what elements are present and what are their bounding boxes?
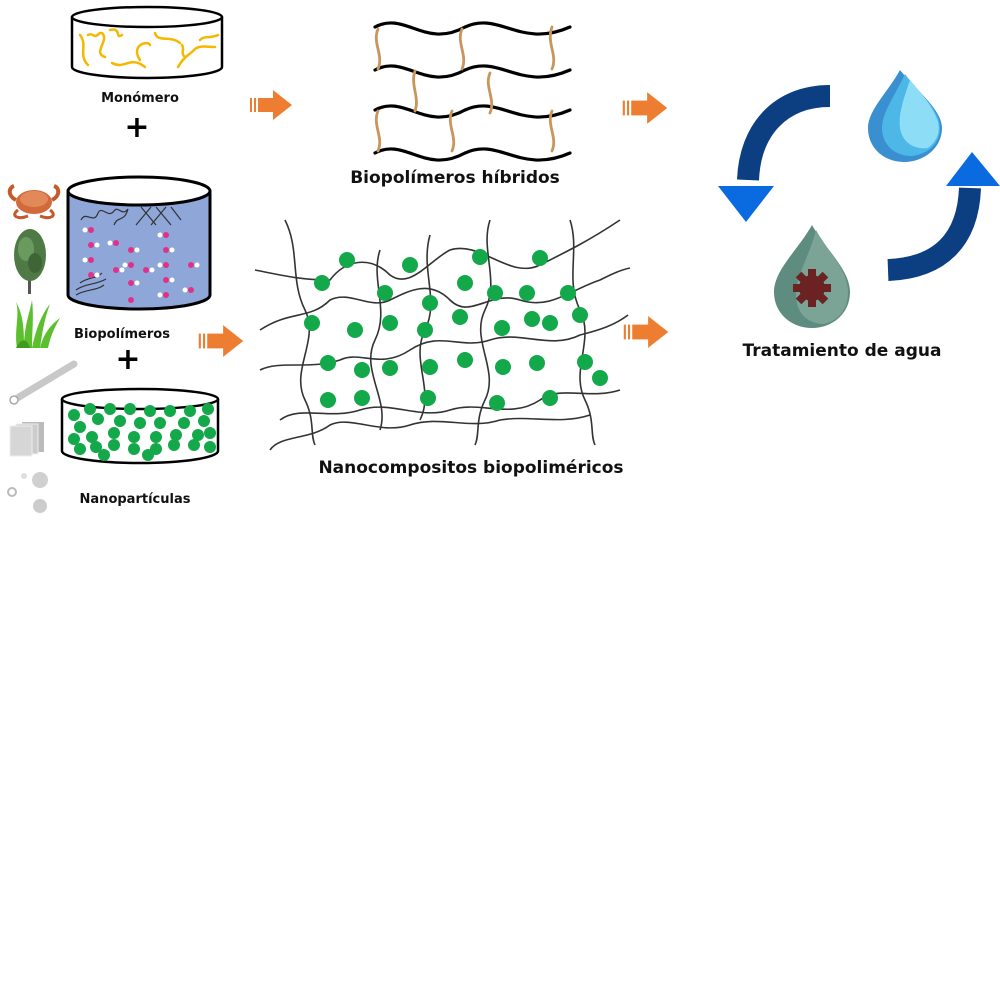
nanoparticle-dot <box>142 449 154 461</box>
nanoparticle-dot <box>472 249 488 265</box>
nanoparticle-dot <box>184 405 196 417</box>
plus-sign: + <box>115 342 141 377</box>
crab-icon <box>7 184 61 220</box>
nanoparticle-dot <box>542 315 558 331</box>
nanoparticle-dot <box>198 415 210 427</box>
nanoparticle-dot <box>452 309 468 325</box>
arrow-icon <box>623 316 669 348</box>
monomer-label: Monómero <box>101 91 179 106</box>
nanoparticle-dot <box>178 417 190 429</box>
arrow-icon <box>250 90 292 120</box>
biopolymers-label: Biopolímeros <box>74 327 170 342</box>
contaminated-water-drop-icon <box>774 225 850 328</box>
nanoparticle-dot <box>74 421 86 433</box>
nanoparticle-dot <box>339 252 355 268</box>
nanoparticle-dot <box>377 285 393 301</box>
arrow-icon <box>622 92 668 124</box>
nanoparticle-dot <box>572 307 588 323</box>
nanosheet-icon <box>9 422 44 457</box>
nanoparticle-cylinder-icon <box>60 387 220 465</box>
nanoparticle-dot <box>90 441 102 453</box>
clean-water-drop-icon <box>868 70 942 162</box>
nanoparticle-dot <box>354 362 370 378</box>
nanoparticle-dot <box>494 320 510 336</box>
cycle-arrow-icon <box>737 85 831 181</box>
nanoparticle-dot <box>592 370 608 386</box>
nanotube-icon <box>9 360 78 405</box>
nanoparticle-dot <box>320 355 336 371</box>
nanoparticle-dot <box>128 431 140 443</box>
tree-icon <box>14 229 46 294</box>
nanoparticles-label: Nanopartículas <box>79 492 191 507</box>
nanoparticle-dot <box>577 354 593 370</box>
nanoparticle-dot <box>108 439 120 451</box>
nanocomposites-label: Nanocompositos biopoliméricos <box>318 458 624 478</box>
nanoparticle-dot <box>124 403 136 415</box>
nanoparticle-dot <box>86 431 98 443</box>
nanoparticle-dot <box>524 311 540 327</box>
hybrid-biopolymer-network-icon <box>373 21 572 162</box>
nanoparticle-dot <box>192 429 204 441</box>
cycle-arrow-icon <box>887 187 981 281</box>
nanoparticle-dot <box>320 392 336 408</box>
nanoparticle-dot <box>128 443 140 455</box>
water-treatment-label: Tratamiento de agua <box>742 341 942 361</box>
biopolymer-cylinder-icon <box>66 175 212 311</box>
nanoparticle-dot <box>170 429 182 441</box>
nanoparticle-dot <box>529 355 545 371</box>
nanoparticle-dot <box>495 359 511 375</box>
nanoparticle-dot <box>204 427 216 439</box>
grass-icon <box>16 300 60 348</box>
nanoparticle-dot <box>68 433 80 445</box>
nanosphere-icon <box>7 472 48 513</box>
nanoparticle-dot <box>74 443 86 455</box>
plus-sign: + <box>124 110 150 145</box>
nanoparticle-dot <box>202 403 214 415</box>
nanoparticle-dot <box>154 417 166 429</box>
nanoparticle-dot <box>304 315 320 331</box>
nanoparticle-dot <box>104 403 116 415</box>
nanoparticle-dot <box>98 449 110 461</box>
nanoparticle-dot <box>347 322 363 338</box>
nanoparticle-dot <box>168 439 180 451</box>
nanoparticle-dot <box>92 413 104 425</box>
contaminant-icon <box>793 269 831 307</box>
arrow-icon <box>198 325 244 357</box>
hybrid-biopolymers-label: Biopolímeros híbridos <box>350 168 560 188</box>
water-treatment-cycle-icon <box>718 70 1000 328</box>
nanoparticle-dot <box>354 390 370 406</box>
nanoparticle-dot <box>542 390 558 406</box>
nanoparticle-dot <box>164 405 176 417</box>
nanoparticle-dot <box>487 285 503 301</box>
nanoparticle-dot <box>382 360 398 376</box>
nanoparticle-dot <box>188 439 200 451</box>
nanocomposite-network-icon <box>254 219 631 451</box>
nanoparticle-dot <box>144 405 156 417</box>
nanoparticle-dot <box>532 250 548 266</box>
nanoparticle-dot <box>422 359 438 375</box>
nanoparticle-dot <box>134 417 146 429</box>
nanoparticle-dot <box>382 315 398 331</box>
nanoparticle-dot <box>420 390 436 406</box>
nanoparticle-dot <box>402 257 418 273</box>
nanoparticle-dot <box>204 441 216 453</box>
nanoparticle-dot <box>84 403 96 415</box>
nanoparticle-dot <box>108 427 120 439</box>
nanoparticle-dot <box>422 295 438 311</box>
nanoparticle-dot <box>114 415 126 427</box>
nanoparticle-dot <box>314 275 330 291</box>
nanoparticle-dot <box>150 431 162 443</box>
nanoparticle-dot <box>560 285 576 301</box>
nanoparticle-dot <box>519 285 535 301</box>
nanoparticle-dot <box>417 322 433 338</box>
nanoparticle-dot <box>457 352 473 368</box>
monomer-cylinder-icon <box>70 5 224 80</box>
nanoparticle-dot <box>68 409 80 421</box>
nanoparticle-dot <box>457 275 473 291</box>
nanoparticle-dot <box>489 395 505 411</box>
